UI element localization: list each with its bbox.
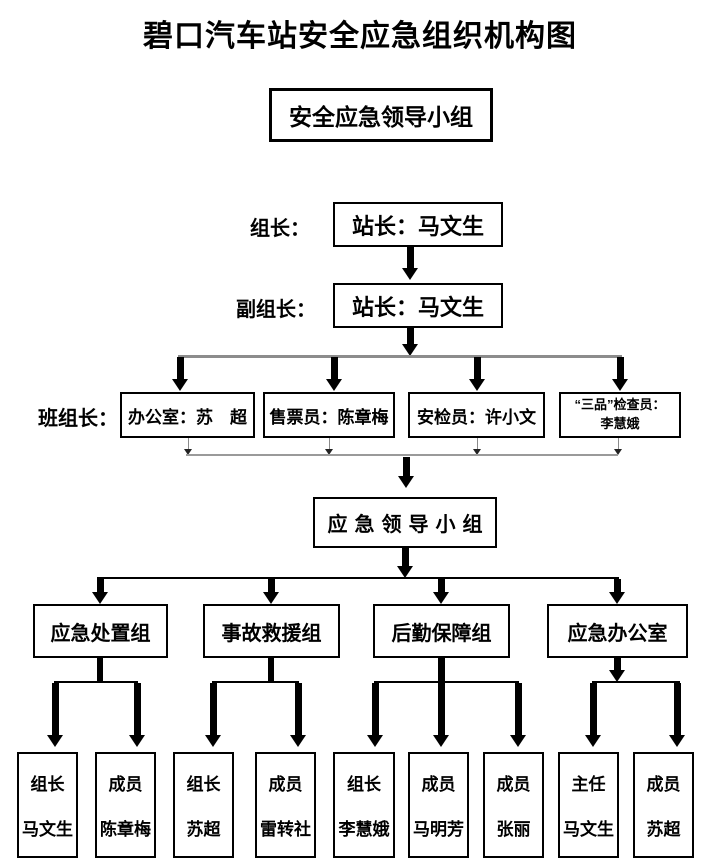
group-box-rescue: 事故救援组 (203, 604, 340, 658)
branch-line-groups (97, 577, 619, 579)
member-box-7: 成员 张丽 (483, 752, 544, 858)
leader-box: 站长：马文生 (333, 202, 503, 247)
member-box-6: 成员 马明芳 (408, 752, 469, 858)
member-name: 陈章梅 (100, 820, 151, 839)
member-box-1: 组长 马文生 (17, 752, 78, 858)
arrow-foreman-4 (612, 357, 628, 391)
member-box-2: 成员 陈章梅 (95, 752, 156, 858)
arrow-member-2 (129, 683, 145, 747)
member-role: 成员 (421, 775, 456, 794)
arrow-leader-to-deputy (402, 247, 418, 280)
arrow-group-4 (609, 579, 625, 604)
member-name: 苏超 (646, 820, 681, 839)
arrow-member-1 (47, 683, 63, 747)
group-box-office: 应急办公室 (547, 604, 688, 658)
thin-arrow-3 (472, 438, 482, 455)
branch-line-foreman (178, 355, 622, 358)
arrow-deputy-to-branch (402, 328, 418, 356)
member-box-4: 成员 雷转社 (255, 752, 316, 858)
connector-stub-disposal (97, 658, 103, 683)
thin-arrow-2 (324, 438, 334, 455)
member-name: 马文生 (22, 820, 73, 839)
member-role: 组长 (186, 775, 221, 794)
member-role: 主任 (571, 775, 606, 794)
leader-label: 组长： (250, 218, 310, 240)
arrow-member-9 (669, 683, 685, 747)
emergency-leading-group-box: 应急领导小组 (313, 497, 497, 548)
connector-arrow-office (609, 658, 625, 682)
member-name: 张丽 (496, 820, 531, 839)
top-box-safety-emergency-leading-group: 安全应急领导小组 (269, 88, 493, 142)
foreman-box-office: 办公室：苏 超 (120, 392, 255, 438)
member-name: 马明芳 (413, 820, 464, 839)
foreman-label: 班组长： (38, 408, 118, 430)
group-box-disposal: 应急处置组 (33, 604, 168, 658)
branch-line-logistics (374, 681, 519, 683)
member-role: 组长 (30, 775, 65, 794)
emergency-leading-group-label: 应急领导小组 (327, 514, 490, 536)
foreman-box-inspector-line2: 李慧娥 (600, 416, 640, 431)
foreman-box-security-check: 安检员：许小文 (408, 392, 545, 438)
branch-line-rescue (212, 681, 299, 683)
arrow-group-2 (263, 579, 279, 604)
member-name: 苏超 (186, 820, 221, 839)
arrow-member-5 (367, 683, 383, 747)
member-box-3: 组长 苏超 (173, 752, 234, 858)
arrow-emergency-to-branch (397, 548, 413, 578)
thin-arrow-1 (183, 438, 193, 455)
foreman-box-inspector: “三品”检查员： 李慧娥 (559, 392, 681, 438)
member-role: 成员 (646, 775, 681, 794)
member-name: 雷转社 (260, 820, 311, 839)
deputy-box: 站长：马文生 (333, 283, 503, 328)
branch-line-office (592, 681, 680, 683)
arrow-member-3 (205, 683, 221, 747)
member-role: 成员 (268, 775, 303, 794)
arrow-foreman-2 (326, 357, 342, 391)
member-box-5: 组长 李慧娥 (333, 752, 395, 858)
member-role: 成员 (108, 775, 143, 794)
group-box-logistics: 后勤保障组 (373, 604, 510, 658)
member-box-9: 成员 苏超 (633, 752, 694, 858)
arrow-group-3 (433, 579, 449, 604)
member-box-8: 主任 马文生 (558, 752, 619, 858)
member-role: 成员 (496, 775, 531, 794)
arrow-foreman-1 (172, 357, 188, 391)
branch-line-disposal (54, 681, 138, 683)
foreman-box-inspector-line1: “三品”检查员： (574, 397, 666, 413)
merge-line (186, 454, 618, 456)
connector-stub-rescue (268, 658, 274, 683)
member-name: 马文生 (563, 820, 614, 839)
foreman-box-ticketing: 售票员：陈章梅 (263, 392, 395, 438)
arrow-foreman-3 (469, 357, 485, 391)
member-name: 李慧娥 (338, 820, 390, 839)
arrow-merge-to-emergency-group (398, 457, 414, 488)
deputy-label: 副组长： (236, 299, 316, 321)
chart-title: 碧口汽车站安全应急组织机构图 (143, 20, 577, 53)
arrow-member-7 (510, 683, 526, 747)
arrow-member-4 (290, 683, 306, 747)
arrow-group-1 (92, 579, 108, 604)
member-role: 组长 (347, 775, 381, 794)
arrow-member-6 (433, 658, 449, 747)
thin-arrow-4 (613, 438, 623, 455)
arrow-member-8 (585, 683, 601, 747)
